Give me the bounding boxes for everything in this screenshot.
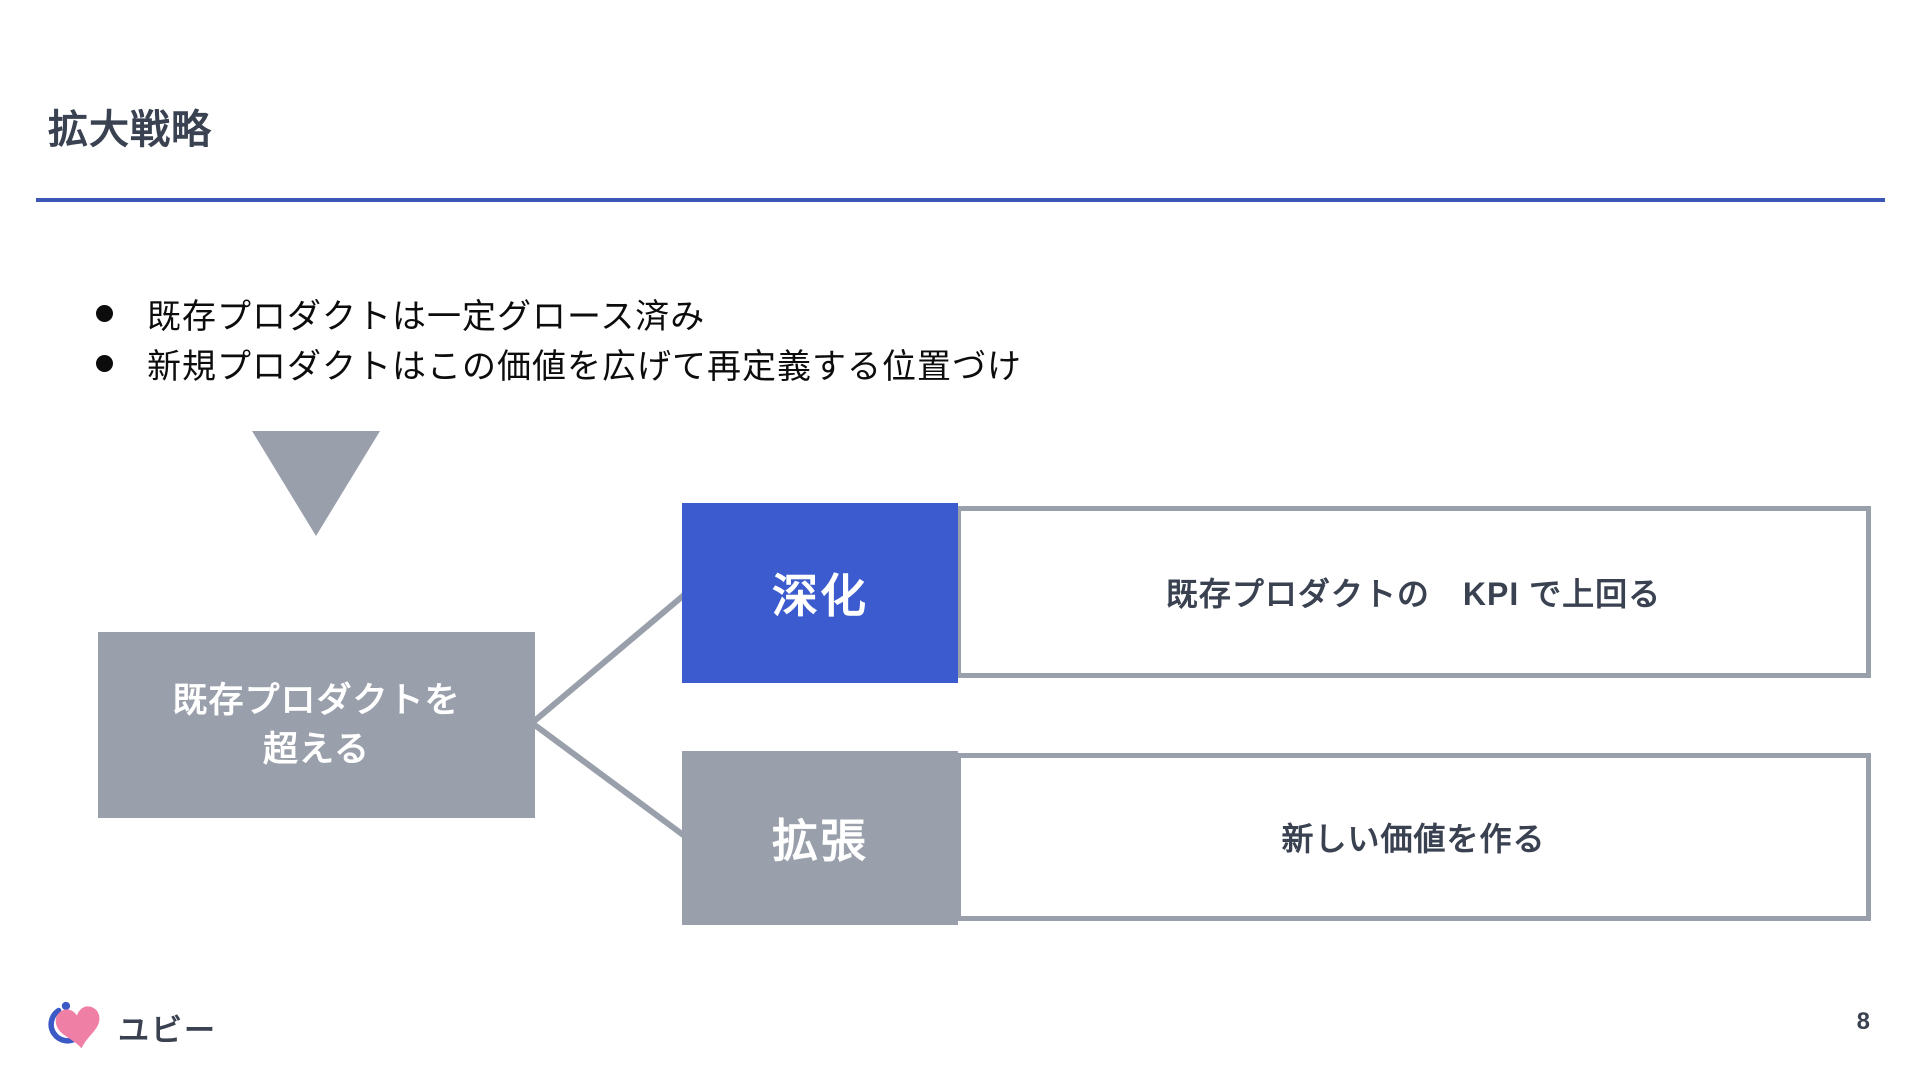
source-box-line2: 超える	[263, 730, 370, 769]
expand-label-box: 拡張	[682, 751, 958, 925]
source-box-line1: 既存プロダクトを	[172, 681, 461, 720]
expand-description-box: 新しい価値を作る	[956, 753, 1871, 921]
down-arrow-icon	[252, 431, 380, 536]
logo-text: ユビー	[118, 1012, 217, 1048]
bullet-text: 既存プロダクトは一定グロース済み	[147, 297, 706, 336]
title-underline	[36, 198, 1885, 202]
expand-description: 新しい価値を作る	[1281, 821, 1546, 857]
page-number: 8	[1856, 1008, 1870, 1035]
deepen-description-box: 既存プロダクトの KPI で上回る	[956, 506, 1871, 678]
bullet-icon	[96, 354, 113, 372]
deepen-label: 深化	[772, 570, 868, 622]
source-box: 既存プロダクトを 超える	[98, 632, 535, 818]
brand-logo: ユビー	[44, 998, 217, 1056]
deepen-label-box: 深化	[682, 503, 958, 683]
bullet-icon	[96, 304, 113, 322]
list-item: 既存プロダクトは一定グロース済み	[96, 288, 1022, 338]
expand-label: 拡張	[772, 815, 868, 867]
deepen-description: 既存プロダクトの KPI で上回る	[1165, 576, 1662, 612]
bullet-text: 新規プロダクトはこの価値を広げて再定義する位置づけ	[147, 347, 1022, 386]
bullet-list: 既存プロダクトは一定グロース済み 新規プロダクトはこの価値を広げて再定義する位置…	[96, 288, 1022, 388]
heart-logo-icon	[48, 1001, 100, 1049]
list-item: 新規プロダクトはこの価値を広げて再定義する位置づけ	[96, 338, 1022, 388]
page-title: 拡大戦略	[48, 108, 212, 152]
